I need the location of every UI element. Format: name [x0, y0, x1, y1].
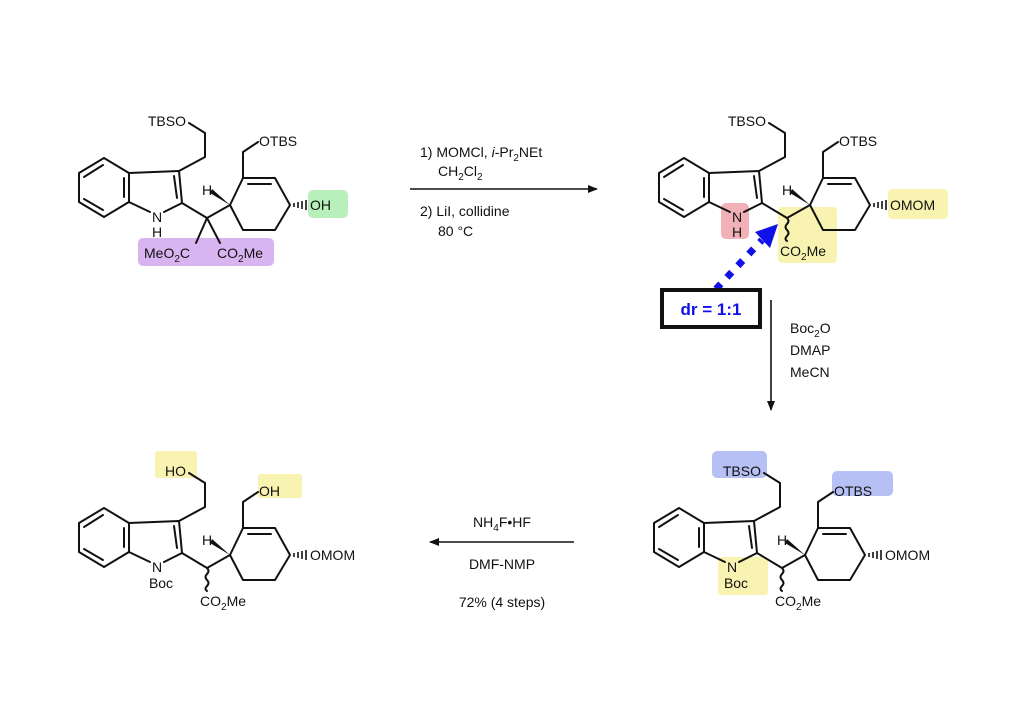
boc-label: Boc: [149, 575, 173, 591]
tbso-label: TBSO: [148, 113, 186, 129]
otbs-label: OTBS: [259, 133, 297, 149]
hydroxyl-highlight: [308, 190, 348, 218]
step3-conditions: NH4F•HF DMF-NMP 72% (4 steps): [429, 514, 574, 610]
otbs-highlight: [832, 471, 893, 496]
stereo-h-label: H: [202, 532, 212, 548]
dashed-arrow: [713, 237, 765, 292]
ester-left-label: MeO2C: [144, 245, 190, 265]
step2-reagent-2: DMAP: [790, 342, 830, 358]
arrowhead-icon: [755, 224, 778, 248]
step1-solvent: CH2Cl2: [438, 163, 483, 183]
boc-label: Boc: [724, 575, 748, 591]
omom-label: OMOM: [890, 197, 935, 213]
omom-label: OMOM: [885, 547, 930, 563]
step1-reagent-1: 1) MOMCl, i-Pr2NEt: [420, 144, 542, 164]
nitrogen-label: N: [732, 209, 742, 225]
boc-highlight: [718, 557, 768, 595]
omom-highlight: [888, 189, 948, 219]
ester-label: CO2Me: [200, 593, 246, 613]
step1-temperature: 80 °C: [438, 223, 473, 239]
nitrogen-label: N: [152, 209, 162, 225]
tbso-label: TBSO: [723, 463, 761, 479]
step2-reagent-1: Boc2O: [790, 320, 831, 340]
stereo-h-label: H: [777, 532, 787, 548]
ester-label: CO2Me: [775, 593, 821, 613]
step3-yield: 72% (4 steps): [459, 594, 545, 610]
mom-ether-product: TBSO OTBS N H H OMOM CO2Me: [658, 113, 948, 263]
step1-reagent-2: 2) LiI, collidine: [420, 203, 510, 219]
step1-conditions: 1) MOMCl, i-Pr2NEt CH2Cl2 2) LiI, collid…: [410, 144, 598, 239]
ester-highlight: [138, 238, 274, 266]
step2-solvent: MeCN: [790, 364, 830, 380]
otbs-label: OTBS: [834, 483, 872, 499]
tbso-highlight: [712, 451, 767, 478]
dr-label: dr = 1:1: [681, 300, 742, 319]
dr-box: [660, 288, 762, 329]
oh-highlight: [258, 474, 302, 498]
dr-annotation: dr = 1:1: [660, 224, 778, 329]
boc-protected-product: TBSO OTBS N Boc H OMOM CO2Me: [653, 451, 930, 613]
step3-reagent: NH4F•HF: [473, 514, 531, 534]
stereo-h-label: H: [782, 182, 792, 198]
nh-hydrogen-label: H: [732, 224, 742, 240]
nitrogen-label: N: [152, 559, 162, 575]
oh-label: OH: [259, 483, 280, 499]
ho-label: HO: [165, 463, 186, 479]
hydroxyl-label: OH: [310, 197, 331, 213]
tbso-label: TBSO: [728, 113, 766, 129]
ester-highlight: [778, 207, 837, 263]
diol-product: HO OH N Boc H OMOM CO2Me: [78, 451, 355, 613]
ester-right-label: CO2Me: [217, 245, 263, 265]
nitrogen-label: N: [727, 559, 737, 575]
omom-label: OMOM: [310, 547, 355, 563]
ester-label: CO2Me: [780, 243, 826, 263]
ho-highlight: [155, 451, 197, 478]
otbs-label: OTBS: [839, 133, 877, 149]
step2-conditions: Boc2O DMAP MeCN: [767, 300, 831, 411]
step3-solvent: DMF-NMP: [469, 556, 535, 572]
nh-hydrogen-label: H: [152, 224, 162, 240]
stereo-h-label: H: [202, 182, 212, 198]
starting-material: TBSO OTBS N H H OH MeO2C CO2Me: [78, 113, 348, 266]
